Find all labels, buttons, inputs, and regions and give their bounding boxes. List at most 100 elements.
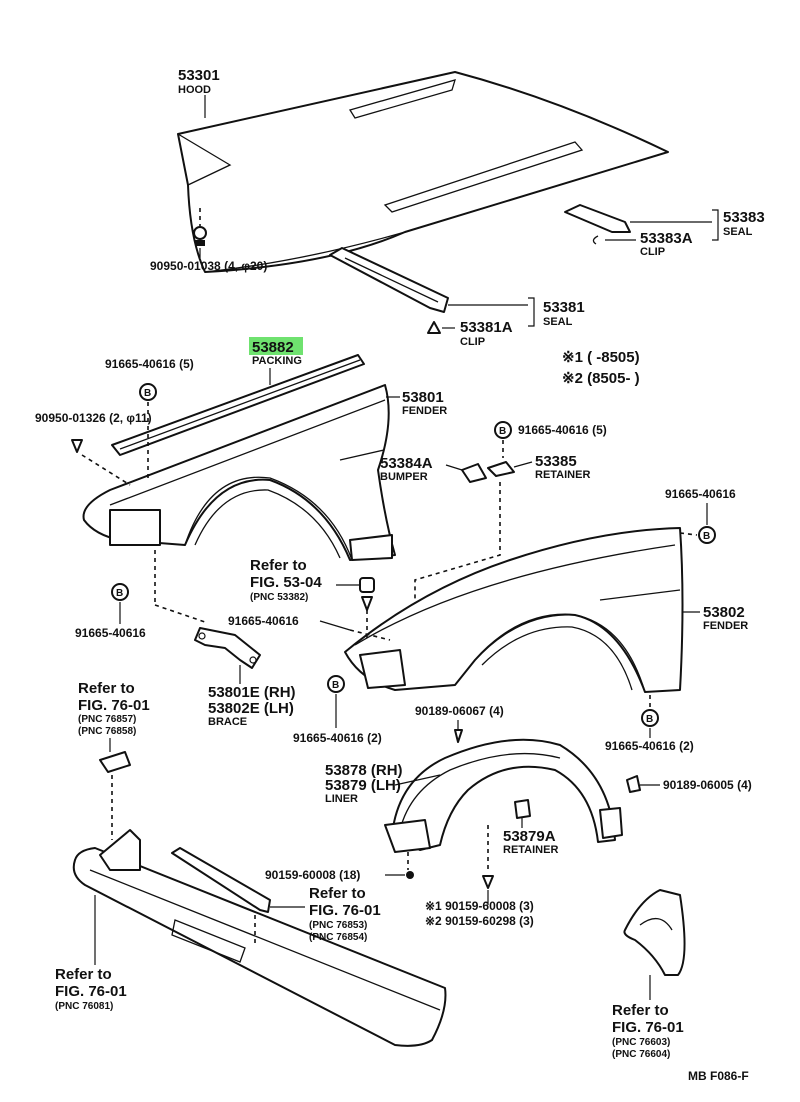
clip-90950-01326-label: 90950-01326 (2, φ11)	[35, 411, 152, 425]
bolt-91665-2-right-label: 91665-40616 (2)	[605, 739, 694, 753]
refer-7601d-line2: FIG. 76-01	[612, 1019, 684, 1036]
retainer-53879a-label: RETAINER	[503, 844, 558, 856]
brace-label: BRACE	[208, 716, 247, 728]
bolt-marker-icon: B	[698, 526, 716, 544]
svg-text:B: B	[332, 680, 339, 691]
bolt-91665-right-top-label: 91665-40616	[665, 487, 736, 501]
bolt-marker-icon: B	[641, 709, 659, 727]
refer-7601a-line3: (PNC 76857)	[78, 714, 136, 725]
refer-5304-line2: FIG. 53-04	[250, 574, 322, 591]
retainer-53385-part[interactable]	[487, 461, 515, 477]
clip-53381a-number: 53381A	[460, 319, 513, 336]
liner-part[interactable]	[384, 738, 623, 853]
figure-code: MB F086-F	[688, 1069, 749, 1083]
clip-53383a-label: CLIP	[640, 246, 665, 258]
brace-lh-number: 53802E (LH)	[208, 700, 294, 717]
hood-bolt-icon	[193, 226, 207, 246]
retainer-53385-number: 53385	[535, 453, 577, 470]
bolt-91665-5-right-label: 91665-40616 (5)	[518, 423, 607, 437]
fender-rh-part-number: 53801	[402, 389, 444, 406]
bolt-marker-icon: B	[111, 583, 129, 601]
refer-7601b-line2: FIG. 76-01	[309, 902, 381, 919]
hood-bolt-label: 90950-01038 (4, φ20)	[150, 259, 267, 273]
brace-rh-number: 53801E (RH)	[208, 684, 296, 701]
refer-7601a-line1: Refer to	[78, 680, 135, 697]
brace-part[interactable]	[194, 627, 261, 669]
screw-x1-label: ※1 90159-60008 (3)	[425, 899, 534, 913]
refer-7601c-line1: Refer to	[55, 966, 112, 983]
refer-5304-line1: Refer to	[250, 557, 307, 574]
screw-90189-06067-label: 90189-06067 (4)	[415, 704, 504, 718]
retainer-53385-label: RETAINER	[535, 469, 590, 481]
hood-label: HOOD	[178, 84, 211, 96]
packing-part-number: 53882	[252, 339, 294, 356]
refer-7601d-line1: Refer to	[612, 1002, 669, 1019]
bolt-center-icon	[361, 596, 373, 611]
bolt-marker-icon: B	[494, 421, 512, 439]
retainer-53879a-number: 53879A	[503, 828, 556, 845]
seal-53381-label: SEAL	[543, 316, 573, 328]
screw-90159-18-label: 90159-60008 (18)	[265, 868, 360, 882]
fender-lh-label: FENDER	[703, 620, 748, 632]
bumper-53384a-part[interactable]	[461, 463, 487, 483]
clip-53383a-icon	[592, 235, 599, 245]
screw-x-icon	[482, 875, 494, 889]
svg-text:B: B	[703, 531, 710, 542]
svg-text:B: B	[144, 388, 151, 399]
svg-text:B: B	[499, 426, 506, 437]
packing-label: PACKING	[252, 355, 302, 367]
refer-7601c-line3: (PNC 76081)	[55, 1001, 113, 1012]
fender-lh-part[interactable]	[344, 527, 684, 693]
hood-part-number: 53301	[178, 67, 220, 84]
bumper-reinforcement-part[interactable]	[171, 847, 271, 913]
bracket-76857-icon	[99, 751, 131, 773]
mud-guard-part[interactable]	[623, 889, 686, 976]
legend-note-1: ※1 ( -8505)	[562, 349, 640, 366]
bolt-91665-2-center-label: 91665-40616 (2)	[293, 731, 382, 745]
retainer-53879a-part[interactable]	[514, 799, 531, 819]
legend-note-2: ※2 (8505- )	[562, 370, 640, 387]
bolt-marker-icon: B	[139, 383, 157, 401]
bolt-91665-5-left-label: 91665-40616 (5)	[105, 357, 194, 371]
fender-rh-part[interactable]	[82, 384, 396, 561]
bolt-91665-center-label: 91665-40616	[228, 614, 299, 628]
fender-lh-part-number: 53802	[703, 604, 745, 621]
seal-53383-part[interactable]	[564, 204, 631, 233]
packing-highlight	[249, 337, 303, 355]
refer-7601b-line1: Refer to	[309, 885, 366, 902]
refer-7601a-line2: FIG. 76-01	[78, 697, 150, 714]
bolt-marker-icon: B	[327, 675, 345, 693]
svg-text:B: B	[646, 714, 653, 725]
svg-text:B: B	[116, 588, 123, 599]
screw-90189-06005-icon	[626, 775, 641, 793]
refer-7601d-line3: (PNC 76603)	[612, 1037, 670, 1048]
screw-90159-icon	[406, 871, 414, 879]
liner-lh-number: 53879 (LH)	[325, 777, 401, 794]
clip-90950-icon	[71, 439, 83, 453]
bumper-53384a-label: BUMPER	[380, 471, 428, 483]
refer-7601c-line2: FIG. 76-01	[55, 983, 127, 1000]
seal-53381-part[interactable]	[329, 247, 449, 313]
screw-90189-06005-label: 90189-06005 (4)	[663, 778, 752, 792]
screw-90189-icon	[454, 729, 463, 743]
liner-rh-number: 53878 (RH)	[325, 762, 403, 779]
clip-53381a-icon	[427, 321, 441, 334]
refer-7601a-line4: (PNC 76858)	[78, 726, 136, 737]
liner-label: LINER	[325, 793, 358, 805]
bolt-91665-left-mid-label: 91665-40616	[75, 626, 146, 640]
bumper-53384a-number: 53384A	[380, 455, 433, 472]
screw-x2-label: ※2 90159-60298 (3)	[425, 914, 534, 928]
clip-53381a-label: CLIP	[460, 336, 485, 348]
refer-7601d-line4: (PNC 76604)	[612, 1049, 670, 1060]
refer-5304-line3: (PNC 53382)	[250, 592, 308, 603]
stopper-icon	[359, 577, 375, 593]
fender-rh-label: FENDER	[402, 405, 447, 417]
clip-53383a-number: 53383A	[640, 230, 693, 247]
front-bumper-part[interactable]	[72, 829, 447, 1047]
refer-7601b-line4: (PNC 76854)	[309, 932, 367, 943]
seal-53383-label: SEAL	[723, 226, 753, 238]
refer-7601b-line3: (PNC 76853)	[309, 920, 367, 931]
seal-53383-number: 53383	[723, 209, 765, 226]
seal-53381-number: 53381	[543, 299, 585, 316]
